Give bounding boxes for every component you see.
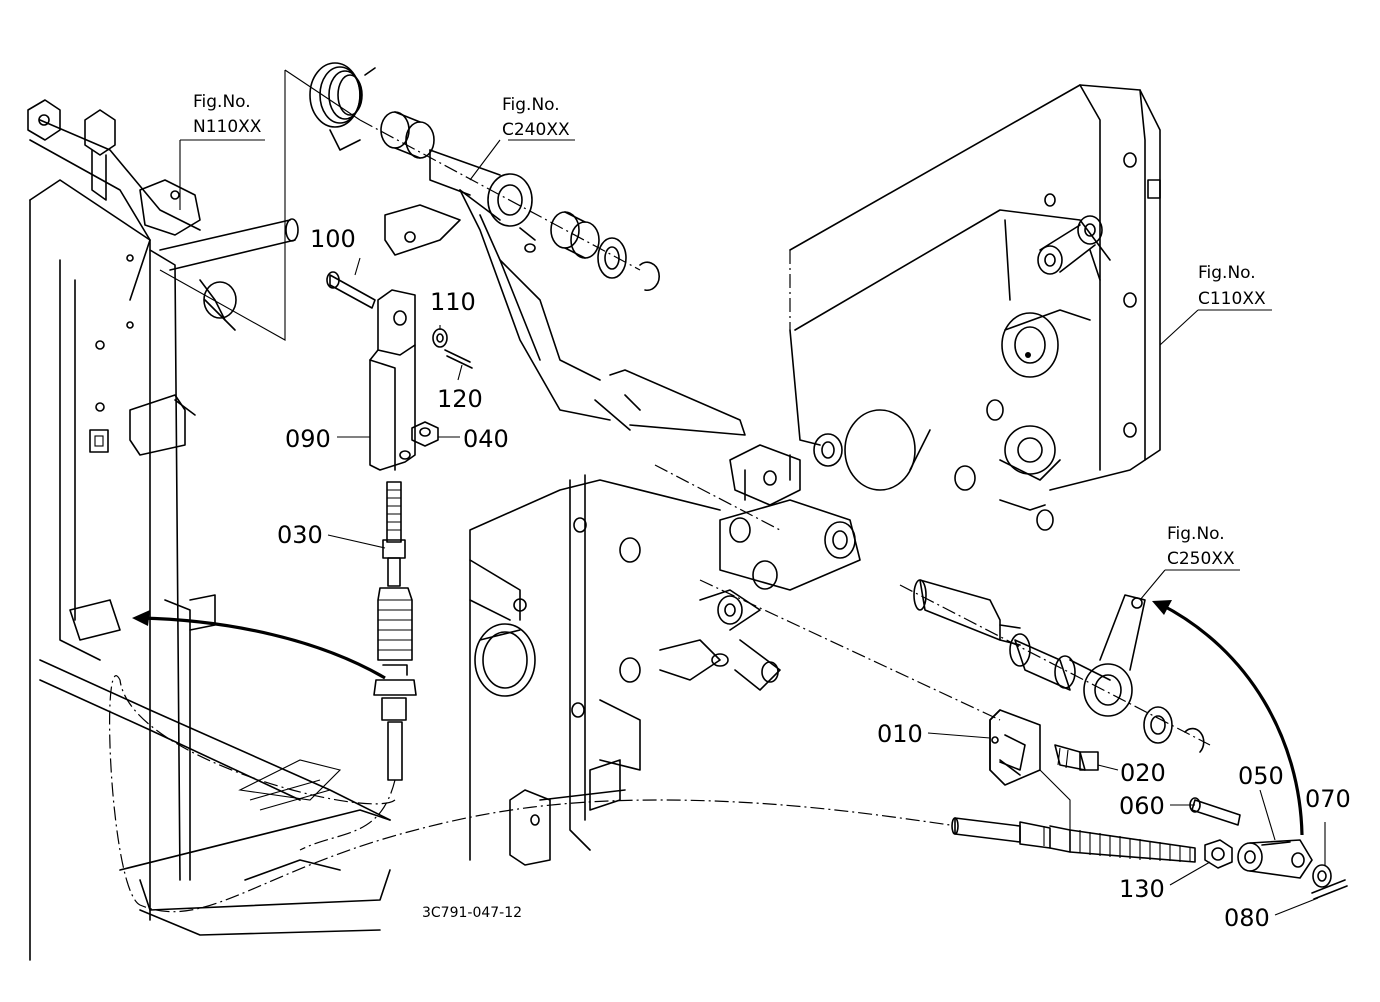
pedal-assembly xyxy=(309,62,746,436)
part-label-070[interactable]: 070 xyxy=(1305,785,1351,813)
nut-040 xyxy=(411,421,439,447)
fig-ref-label: Fig.No. xyxy=(193,92,251,112)
part-label-060[interactable]: 060 xyxy=(1119,792,1165,820)
clevis-050 xyxy=(1237,839,1313,879)
part-label-010[interactable]: 010 xyxy=(877,720,923,748)
cotter-pin-080 xyxy=(1311,879,1348,900)
pin-100 xyxy=(326,271,376,309)
part-label-080[interactable]: 080 xyxy=(1224,904,1270,932)
part-label-130[interactable]: 130 xyxy=(1119,875,1165,903)
route-arrow-left xyxy=(139,616,386,680)
ref-bracket-lines xyxy=(159,69,361,341)
part-label-040[interactable]: 040 xyxy=(463,425,509,453)
frame-assembly xyxy=(27,99,391,961)
fig-ref-c110[interactable]: Fig.No. C110XX xyxy=(1198,263,1266,309)
cable-end xyxy=(951,817,1196,863)
part-label-020[interactable]: 020 xyxy=(1120,759,1166,787)
nut-130 xyxy=(1204,839,1233,869)
bolt-020 xyxy=(1054,744,1099,771)
fig-ref-code: C110XX xyxy=(1198,289,1266,309)
route-arrow-right xyxy=(1159,602,1304,836)
part-label-100[interactable]: 100 xyxy=(310,225,356,253)
part-label-030[interactable]: 030 xyxy=(277,521,323,549)
fig-ref-label: Fig.No. xyxy=(1198,263,1256,283)
fig-ref-code: C250XX xyxy=(1167,549,1235,569)
shaft-lever-assembly xyxy=(899,579,1211,753)
part-label-090[interactable]: 090 xyxy=(285,425,331,453)
bracket-010 xyxy=(989,709,1071,830)
mid-housing xyxy=(469,433,1001,866)
leader-lines xyxy=(198,139,1326,916)
cotter-pin-120 xyxy=(444,349,473,369)
part-label-110[interactable]: 110 xyxy=(430,288,476,316)
fig-ref-c240[interactable]: Fig.No. C240XX xyxy=(502,95,570,140)
bracket-090 xyxy=(369,289,416,471)
part-label-120[interactable]: 120 xyxy=(437,385,483,413)
drawing-code: 3C791-047-12 xyxy=(422,905,522,921)
fig-ref-c250[interactable]: Fig.No. C250XX xyxy=(1167,524,1235,569)
fig-ref-label: Fig.No. xyxy=(1167,524,1225,544)
fig-ref-code: C240XX xyxy=(502,120,570,140)
washer-070 xyxy=(1312,864,1332,888)
part-label-050[interactable]: 050 xyxy=(1238,762,1284,790)
transmission-case xyxy=(789,84,1161,531)
fig-ref-label: Fig.No. xyxy=(502,95,560,115)
washer-110 xyxy=(432,328,448,348)
fig-ref-code: N110XX xyxy=(193,117,262,137)
cable-route xyxy=(109,675,951,913)
cable-030 xyxy=(299,481,417,851)
fig-ref-n110[interactable]: Fig.No. N110XX xyxy=(193,92,262,137)
pin-060 xyxy=(1189,797,1241,826)
